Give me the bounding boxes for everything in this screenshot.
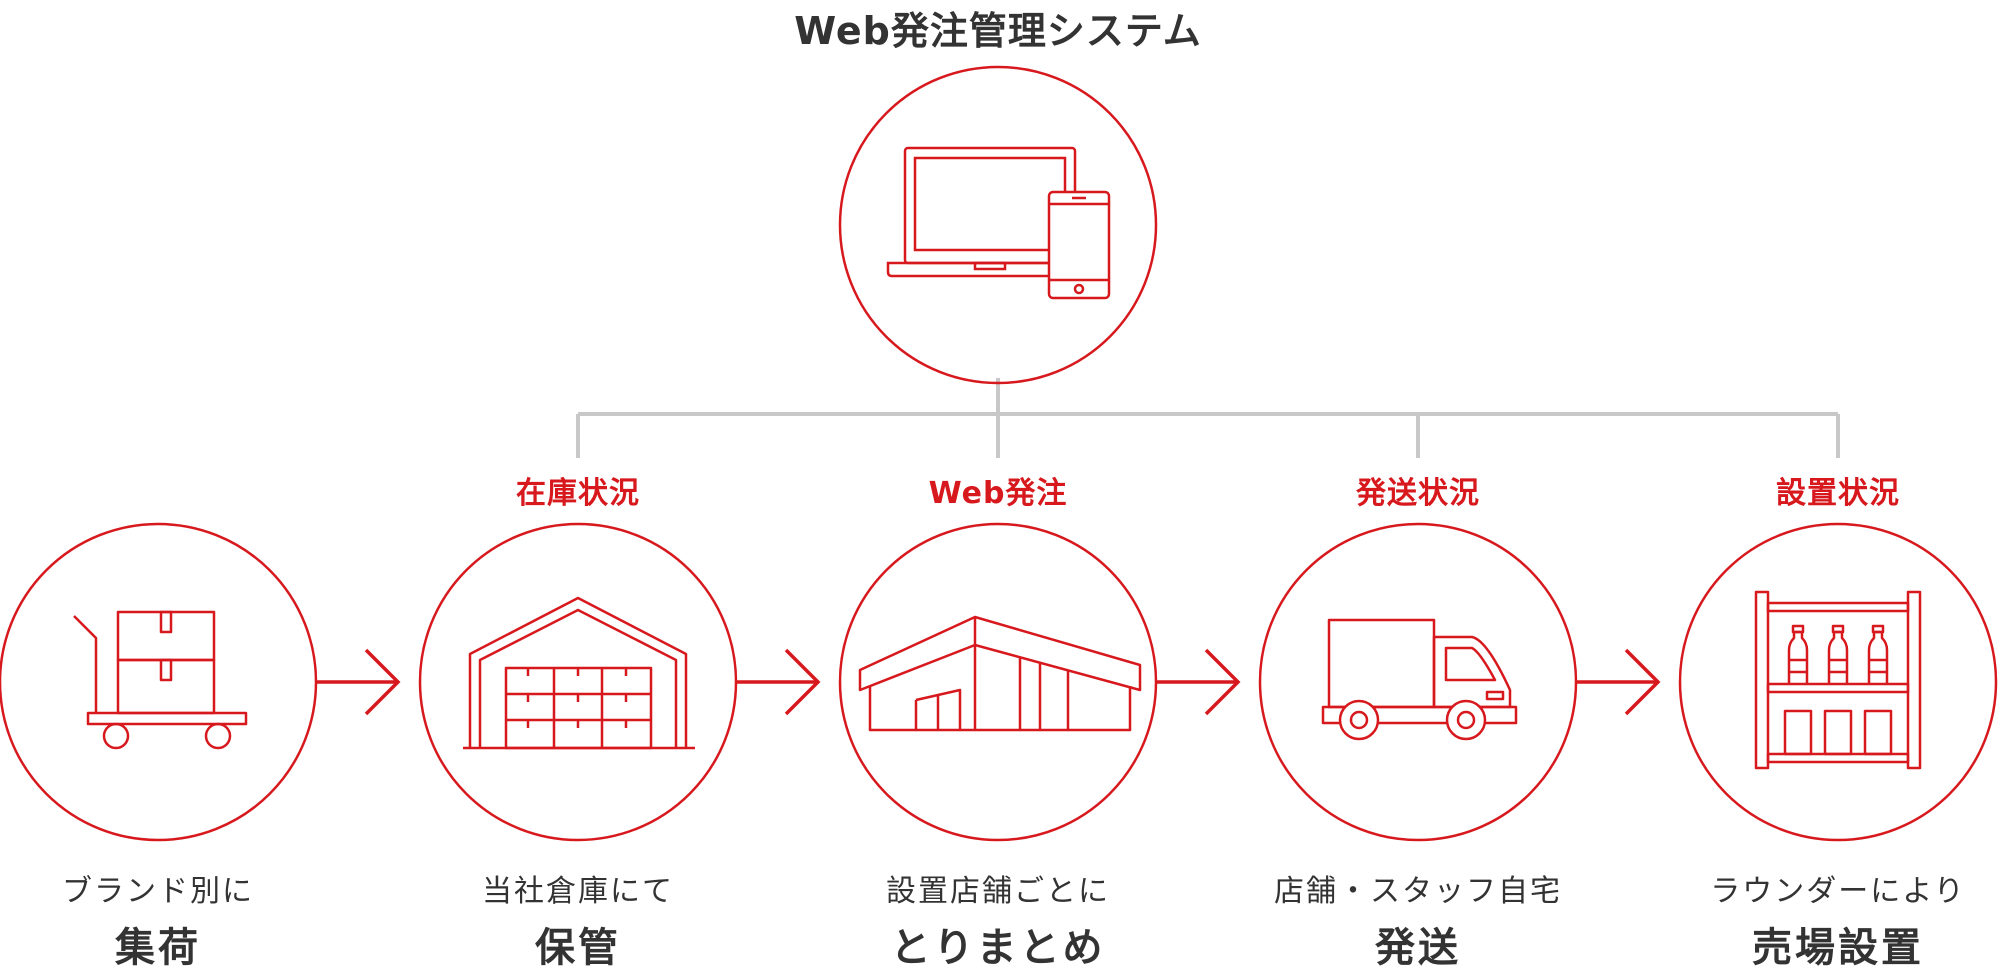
step-caption-1: ブランド別に [62, 874, 254, 909]
step-caption-5: ラウンダーにより [1710, 874, 1966, 909]
step-caption-2: 当社倉庫にて [482, 874, 674, 909]
hand-truck-boxes-icon [73, 610, 248, 750]
step-caption-3: 設置店舗ごとに [886, 874, 1110, 909]
laptop-phone-icon [886, 146, 1111, 300]
status-label-web-order: Web発注 [928, 476, 1068, 511]
flow-arrow-2 [736, 648, 821, 716]
step-heading-2: 保管 [535, 925, 621, 971]
flow-arrow-3 [1156, 648, 1241, 716]
flow-arrow-1 [316, 648, 401, 716]
delivery-truck-icon [1321, 618, 1518, 741]
step-circle-4 [1258, 522, 1578, 842]
warehouse-icon [463, 596, 695, 750]
step-heading-1: 集荷 [115, 925, 201, 971]
step-heading-4: 発送 [1375, 925, 1461, 971]
step-heading-5: 売場設置 [1752, 925, 1924, 971]
step-heading-3: とりまとめ [890, 925, 1106, 971]
step-circle-1 [0, 522, 318, 842]
system-title: Web発注管理システム [794, 9, 1202, 53]
flow-arrow-4 [1576, 648, 1661, 716]
step-caption-4: 店舗・スタッフ自宅 [1274, 874, 1562, 909]
status-label-inventory: 在庫状況 [516, 476, 640, 511]
store-building-icon [858, 615, 1142, 732]
system-node [838, 65, 1158, 385]
status-label-installation: 設置状況 [1776, 476, 1900, 511]
step-circle-5 [1678, 522, 1998, 842]
connector-tree [576, 378, 1840, 458]
step-circle-2 [418, 522, 738, 842]
status-label-shipping: 発送状況 [1356, 476, 1480, 511]
store-shelf-bottles-icon [1754, 590, 1922, 770]
